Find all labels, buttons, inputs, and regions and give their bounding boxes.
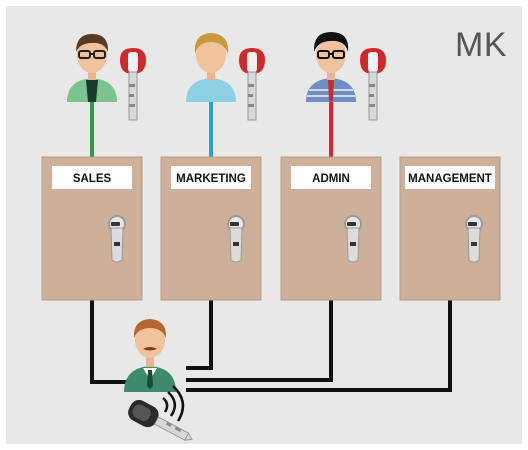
door-label-box [171, 166, 251, 189]
sales-person-icon [67, 34, 117, 102]
door-management: MANAGEMENT [399, 156, 501, 301]
door-label-management: MANAGEMENT [408, 173, 492, 185]
wireless-signal-icon [162, 385, 185, 422]
marketing-person-icon [186, 33, 236, 102]
system-label: MK [455, 26, 507, 64]
lock-cylinder-icon [227, 215, 245, 263]
sales-key-icon [120, 48, 146, 121]
door-label-box [291, 166, 371, 189]
master-key-lines [90, 300, 452, 392]
door-marketing: MARKETING [160, 156, 262, 301]
door-label-box [405, 166, 495, 189]
master-key-icon [128, 400, 193, 441]
door-label-box [52, 166, 132, 189]
lock-cylinder-icon [465, 215, 483, 263]
manager-person-icon [124, 319, 176, 392]
admin-person-icon [306, 32, 356, 102]
door-label-admin: ADMIN [312, 173, 350, 185]
lock-cylinder-icon [344, 215, 362, 263]
door-label-marketing: MARKETING [176, 173, 246, 185]
door-label-sales: SALES [73, 173, 112, 185]
admin-key-icon [360, 48, 386, 121]
door-sales: SALES [41, 156, 143, 301]
marketing-key-icon [239, 48, 265, 121]
lock-cylinder-icon [108, 215, 126, 263]
door-admin: ADMIN [280, 156, 382, 301]
